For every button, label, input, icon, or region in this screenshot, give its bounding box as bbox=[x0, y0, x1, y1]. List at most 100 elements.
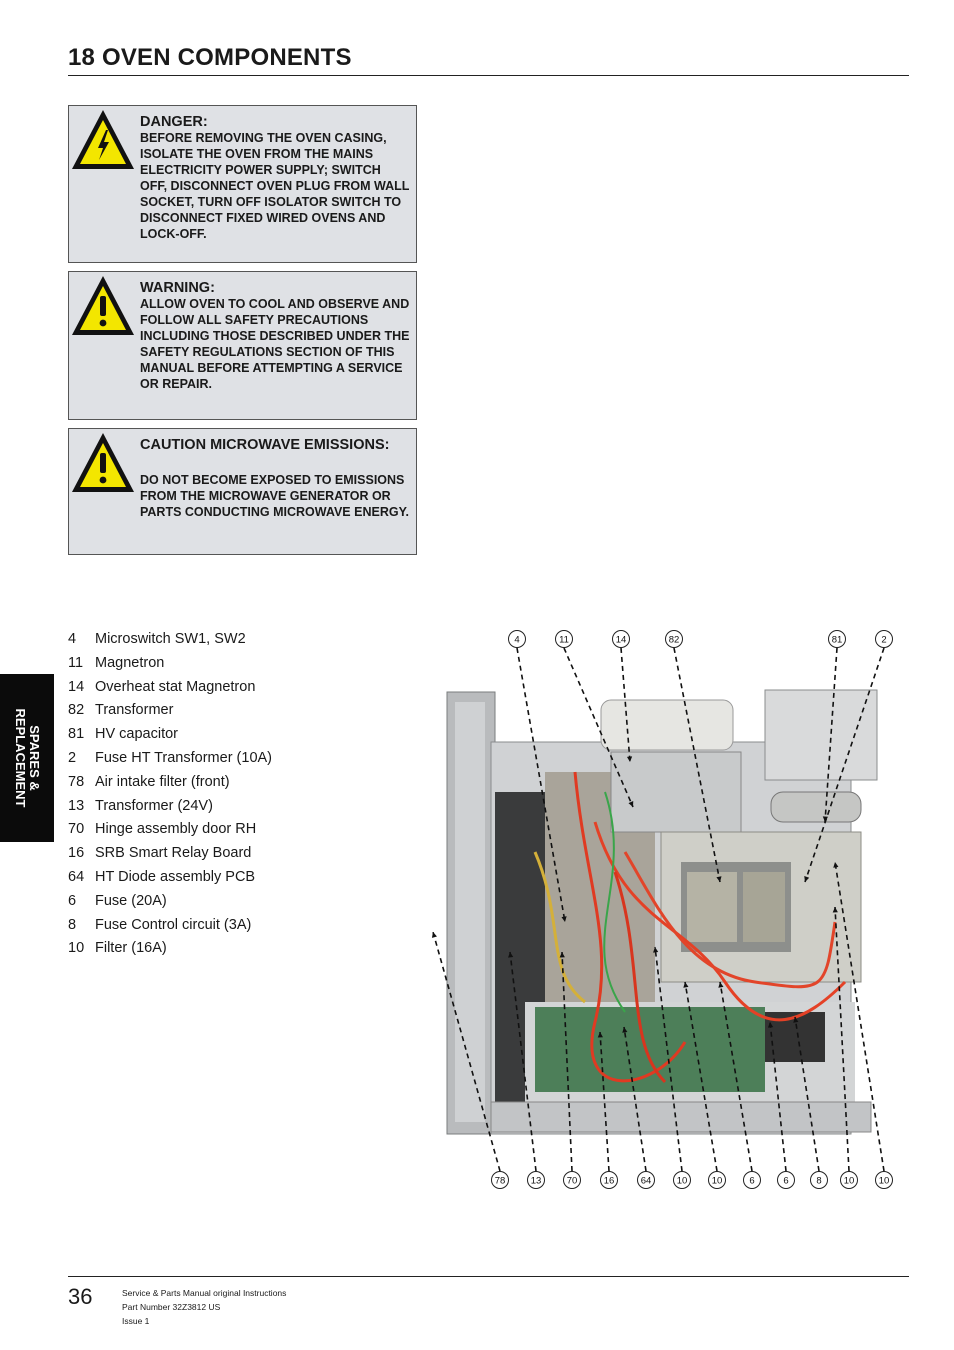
callout-10: 10 bbox=[875, 1171, 893, 1189]
section-side-tab: SPARES & REPLACEMENT bbox=[0, 674, 54, 842]
part-number: 16 bbox=[68, 845, 85, 862]
callout-label: 16 bbox=[604, 1176, 615, 1187]
part-number: 10 bbox=[68, 940, 85, 957]
list-item: 6 Fuse (20A) bbox=[68, 890, 408, 914]
callout-70: 70 bbox=[563, 1171, 581, 1189]
danger-body: BEFORE REMOVING THE OVEN CASING, ISOLATE… bbox=[140, 131, 410, 241]
page-title: 18 OVEN COMPONENTS bbox=[68, 44, 352, 71]
caution-notice: CAUTION MICROWAVE EMISSIONS: DO NOT BECO… bbox=[68, 428, 417, 555]
electric-hazard-icon bbox=[72, 110, 134, 169]
part-number: 70 bbox=[68, 821, 85, 838]
callout-4: 4 bbox=[508, 630, 526, 648]
part-name: Overheat stat Magnetron bbox=[95, 678, 256, 695]
callout-11: 11 bbox=[555, 630, 573, 648]
leader-arrowhead bbox=[626, 756, 633, 762]
part-name: Fuse (20A) bbox=[95, 892, 167, 909]
leader-arrowhead bbox=[832, 907, 838, 913]
leader-arrowhead bbox=[559, 952, 565, 958]
leader-arrowhead bbox=[833, 862, 839, 868]
callout-6: 6 bbox=[777, 1171, 795, 1189]
part-name: Fuse Control circuit (3A) bbox=[95, 916, 252, 933]
title-divider bbox=[68, 75, 909, 76]
callout-label: 10 bbox=[879, 1176, 890, 1187]
callout-78: 78 bbox=[491, 1171, 509, 1189]
part-name: HV capacitor bbox=[95, 726, 179, 743]
callout-label: 78 bbox=[495, 1176, 506, 1187]
part-number: 11 bbox=[68, 654, 84, 671]
leader-arrowhead bbox=[622, 1027, 628, 1033]
leader-line bbox=[834, 861, 885, 1172]
callout-6: 6 bbox=[743, 1171, 761, 1189]
leader-arrowhead bbox=[628, 801, 634, 807]
leader-line bbox=[623, 1026, 647, 1172]
part-name: Magnetron bbox=[95, 654, 165, 671]
callout-label: 10 bbox=[677, 1176, 688, 1187]
callout-label: 8 bbox=[816, 1176, 821, 1187]
part-name: SRB Smart Relay Board bbox=[95, 845, 252, 862]
leader-line bbox=[673, 647, 721, 883]
list-item: 70 Hinge assembly door RH bbox=[68, 818, 408, 842]
callout-label: 81 bbox=[832, 635, 843, 646]
page-number: 36 bbox=[68, 1284, 93, 1309]
warning-notice: WARNING: ALLOW OVEN TO COOL AND OBSERVE … bbox=[68, 271, 417, 420]
part-number: 2 bbox=[68, 749, 77, 766]
leader-arrowhead bbox=[767, 1022, 774, 1028]
callout-label: 6 bbox=[749, 1176, 754, 1187]
leader-arrowhead bbox=[561, 916, 567, 922]
callout-label: 82 bbox=[669, 635, 680, 646]
list-item: 10 Filter (16A) bbox=[68, 937, 408, 961]
warning-heading: WARNING: bbox=[140, 280, 215, 296]
leader-arrowhead bbox=[508, 952, 514, 958]
callout-8: 8 bbox=[810, 1171, 828, 1189]
callout-label: 6 bbox=[783, 1176, 788, 1187]
leader-arrowhead bbox=[597, 1032, 603, 1038]
part-number: 6 bbox=[68, 892, 77, 909]
part-name: Transformer (24V) bbox=[95, 797, 213, 814]
caution-body: DO NOT BECOME EXPOSED TO EMISSIONS FROM … bbox=[140, 473, 409, 519]
danger-notice: DANGER: BEFORE REMOVING THE OVEN CASING,… bbox=[68, 105, 417, 263]
exclamation-warning-icon bbox=[72, 276, 134, 335]
part-name: Filter (16A) bbox=[95, 940, 167, 957]
list-item: 64 HT Diode assembly PCB bbox=[68, 866, 408, 890]
part-number: 4 bbox=[68, 631, 77, 647]
part-number: 78 bbox=[68, 773, 85, 790]
leader-arrowhead bbox=[804, 876, 810, 882]
part-number: 82 bbox=[68, 702, 85, 719]
list-item: 4 Microswitch SW1, SW2 bbox=[68, 628, 408, 652]
callout-64: 64 bbox=[637, 1171, 655, 1189]
callout-82: 82 bbox=[665, 630, 683, 648]
part-number: 13 bbox=[68, 797, 85, 814]
list-item: 16 SRB Smart Relay Board bbox=[68, 842, 408, 866]
callout-13: 13 bbox=[527, 1171, 545, 1189]
part-name: Air intake filter (front) bbox=[95, 773, 230, 790]
part-name: Hinge assembly door RH bbox=[95, 821, 257, 838]
footer-line: Part Number 32Z3812 US bbox=[122, 1302, 221, 1312]
leader-line bbox=[834, 906, 850, 1172]
leader-line bbox=[654, 946, 683, 1172]
part-name: HT Diode assembly PCB bbox=[95, 868, 256, 885]
part-number: 64 bbox=[68, 868, 85, 885]
exclamation-warning-icon bbox=[72, 433, 134, 492]
callout-label: 14 bbox=[616, 635, 627, 646]
callout-label: 11 bbox=[559, 635, 569, 646]
leader-arrowhead bbox=[683, 982, 689, 988]
oven-photo bbox=[446, 689, 878, 1135]
callout-81: 81 bbox=[828, 630, 846, 648]
part-name: Microswitch SW1, SW2 bbox=[95, 631, 246, 647]
leader-line bbox=[516, 647, 566, 923]
part-name: Fuse HT Transformer (10A) bbox=[95, 749, 273, 766]
part-number: 81 bbox=[68, 726, 85, 743]
leader-line bbox=[684, 981, 718, 1172]
callout-label: 10 bbox=[844, 1176, 855, 1187]
leader-line bbox=[769, 1021, 787, 1172]
danger-heading: DANGER: bbox=[140, 114, 208, 130]
list-item: 11 Magnetron bbox=[68, 652, 408, 676]
warning-body: ALLOW OVEN TO COOL AND OBSERVE AND FOLLO… bbox=[140, 297, 410, 391]
leader-arrowhead bbox=[793, 1017, 799, 1023]
leader-line bbox=[794, 1016, 820, 1172]
leader-line bbox=[824, 647, 838, 823]
